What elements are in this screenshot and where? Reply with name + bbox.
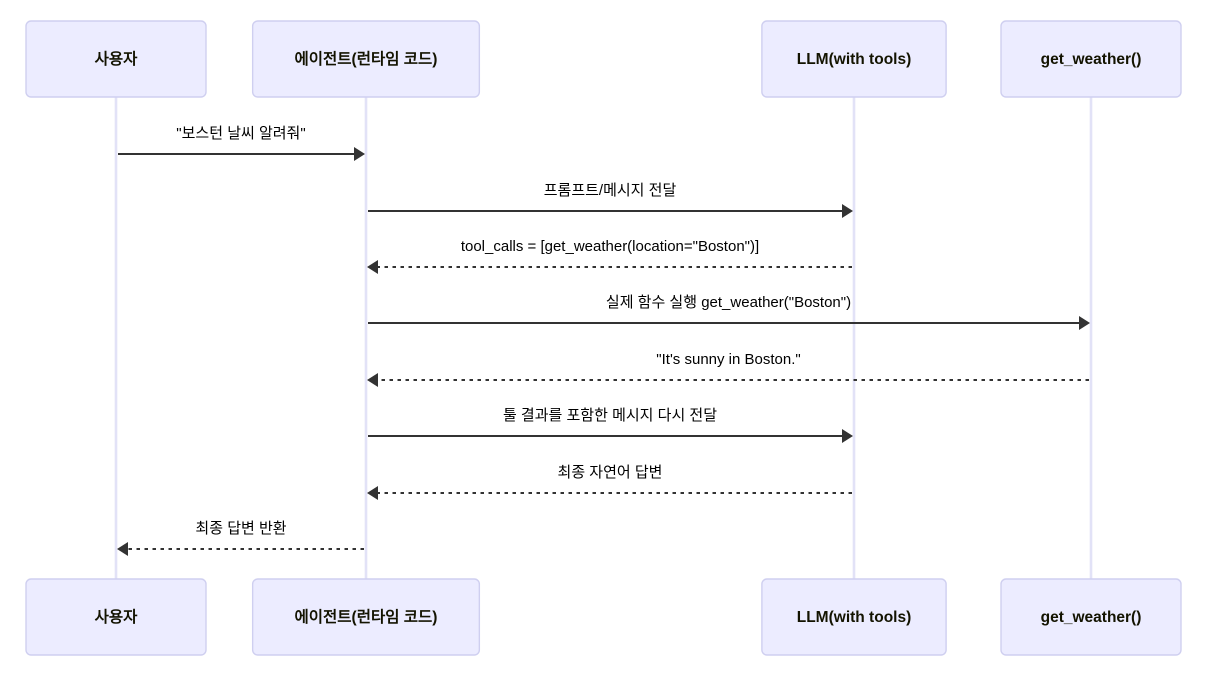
arrow-head-4	[1079, 316, 1090, 330]
messages-layer: "보스턴 날씨 알려줘" 프롬프트/메시지 전달 tool_calls = [get…	[117, 125, 1090, 556]
participant-agent-bottom[interactable]: 에이전트(런타임 코드)	[251, 578, 481, 656]
participant-box-tool	[1000, 20, 1182, 98]
message-2: 프롬프트/메시지 전달	[368, 182, 853, 218]
message-label-8: 최종 답변 반환	[195, 520, 286, 537]
participant-box-llm	[761, 578, 947, 656]
participant-label-user: 사용자	[95, 608, 139, 626]
message-7: 최종 자연어 답변	[367, 464, 852, 500]
participant-user-bottom[interactable]: 사용자	[25, 578, 207, 656]
message-4: 실제 함수 실행 get_weather("Boston")	[368, 294, 1090, 330]
arrow-head-8	[117, 542, 128, 556]
participant-llm-top[interactable]: LLM(with tools)	[761, 20, 947, 98]
arrow-head-7	[367, 486, 378, 500]
participant-label-agent: 에이전트(런타임 코드)	[295, 608, 438, 626]
participants-bottom-layer: 사용자 에이전트(런타임 코드) LLM(with tools) get_weathe…	[25, 578, 1182, 656]
arrow-head-2	[842, 204, 853, 218]
participant-label-user: 사용자	[95, 50, 139, 68]
arrow-head-5	[367, 373, 378, 387]
participant-label-llm: LLM(with tools)	[797, 609, 912, 626]
message-3: tool_calls = [get_weather(location="Bost…	[367, 238, 852, 274]
participant-tool-bottom[interactable]: get_weather()	[1000, 578, 1182, 656]
message-label-3: tool_calls = [get_weather(location="Bost…	[461, 238, 759, 255]
message-label-4: 실제 함수 실행 get_weather("Boston")	[606, 294, 851, 311]
arrow-head-3	[367, 260, 378, 274]
participant-box-user	[25, 578, 207, 656]
participant-label-tool: get_weather()	[1041, 609, 1142, 626]
message-label-2: 프롬프트/메시지 전달	[544, 182, 677, 199]
message-1: "보스턴 날씨 알려줘"	[118, 125, 365, 161]
participant-agent-top[interactable]: 에이전트(런타임 코드)	[251, 20, 481, 98]
participant-box-llm	[761, 20, 947, 98]
participant-box-agent	[251, 578, 481, 656]
participant-llm-bottom[interactable]: LLM(with tools)	[761, 578, 947, 656]
message-label-7: 최종 자연어 답변	[558, 464, 663, 481]
message-8: 최종 답변 반환	[117, 520, 364, 556]
message-5: "It's sunny in Boston."	[367, 351, 1089, 387]
participant-box-agent	[251, 20, 481, 98]
message-6: 툴 결과를 포함한 메시지 다시 전달	[368, 407, 853, 443]
message-label-1: "보스턴 날씨 알려줘"	[176, 125, 305, 142]
message-label-6: 툴 결과를 포함한 메시지 다시 전달	[503, 407, 717, 424]
message-label-5: "It's sunny in Boston."	[656, 351, 800, 368]
participant-label-tool: get_weather()	[1041, 51, 1142, 68]
participant-box-tool	[1000, 578, 1182, 656]
participant-tool-top[interactable]: get_weather()	[1000, 20, 1182, 98]
participant-user-top[interactable]: 사용자	[25, 20, 207, 98]
arrow-head-1	[354, 147, 365, 161]
arrow-head-6	[842, 429, 853, 443]
participant-label-llm: LLM(with tools)	[797, 51, 912, 68]
participants-top-layer: 사용자 에이전트(런타임 코드) LLM(with tools) get_weathe…	[25, 20, 1182, 98]
lifelines-layer	[114, 97, 1093, 579]
participant-label-agent: 에이전트(런타임 코드)	[295, 50, 438, 68]
participant-box-user	[25, 20, 207, 98]
